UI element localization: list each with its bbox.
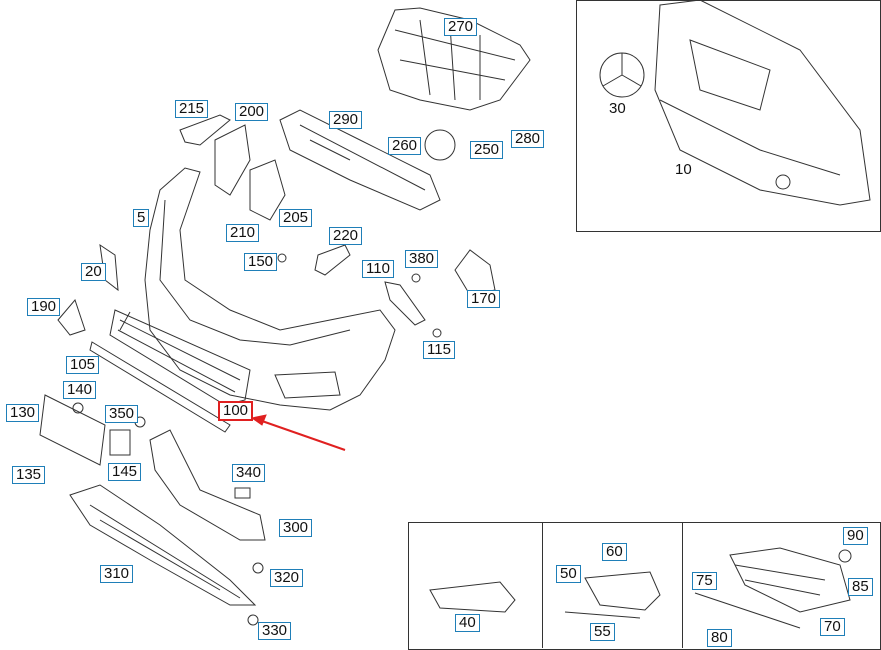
callout-30: 30 [609,100,626,117]
callout-350: 350 [105,405,139,423]
callout-260: 260 [388,137,422,155]
callout-290: 290 [329,111,363,129]
callout-330: 330 [258,622,292,640]
callout-90: 90 [843,527,868,545]
callout-340: 340 [232,464,266,482]
callout-10: 10 [675,161,692,178]
callout-205: 205 [279,209,313,227]
callout-150: 150 [244,253,278,271]
callout-70: 70 [820,618,845,636]
callout-380: 380 [405,250,439,268]
callout-190: 190 [27,298,61,316]
callout-280: 280 [511,130,545,148]
callout-40: 40 [455,614,480,632]
callout-320: 320 [270,569,304,587]
inset-bottom-divider-1 [542,522,543,648]
inset-bumper-drawing [654,0,871,206]
callout-145: 145 [108,463,142,481]
callout-105: 105 [66,356,100,374]
callout-50: 50 [556,565,581,583]
callout-60: 60 [602,543,627,561]
callout-270: 270 [444,18,478,36]
callout-170: 170 [467,290,501,308]
callout-250: 250 [470,141,504,159]
bumper-shell [144,167,396,411]
callout-200: 200 [235,103,269,121]
callout-100-highlighted: 100 [218,401,254,421]
callout-135: 135 [12,466,46,484]
callout-310: 310 [100,565,134,583]
callout-85: 85 [848,578,873,596]
callout-215: 215 [175,100,209,118]
callout-20: 20 [81,263,106,281]
callout-130: 130 [6,404,40,422]
callout-220: 220 [329,227,363,245]
callout-80: 80 [707,629,732,647]
callout-140: 140 [63,381,97,399]
callout-55: 55 [590,623,615,641]
license-plate-drawing [39,394,106,466]
callout-115: 115 [423,341,455,359]
inset-bottom-divider-2 [682,522,683,648]
grille-drawing [109,309,251,406]
callout-5: 5 [133,209,150,227]
spoiler-drawing [69,484,257,606]
callout-110: 110 [362,260,394,278]
callout-210: 210 [226,224,260,242]
highlight-arrow-head [250,414,267,426]
highlight-arrow [261,420,346,451]
callout-300: 300 [279,519,313,537]
absorber-drawing [279,109,441,211]
reinforcement-drawing [377,7,531,111]
callout-75: 75 [692,572,717,590]
